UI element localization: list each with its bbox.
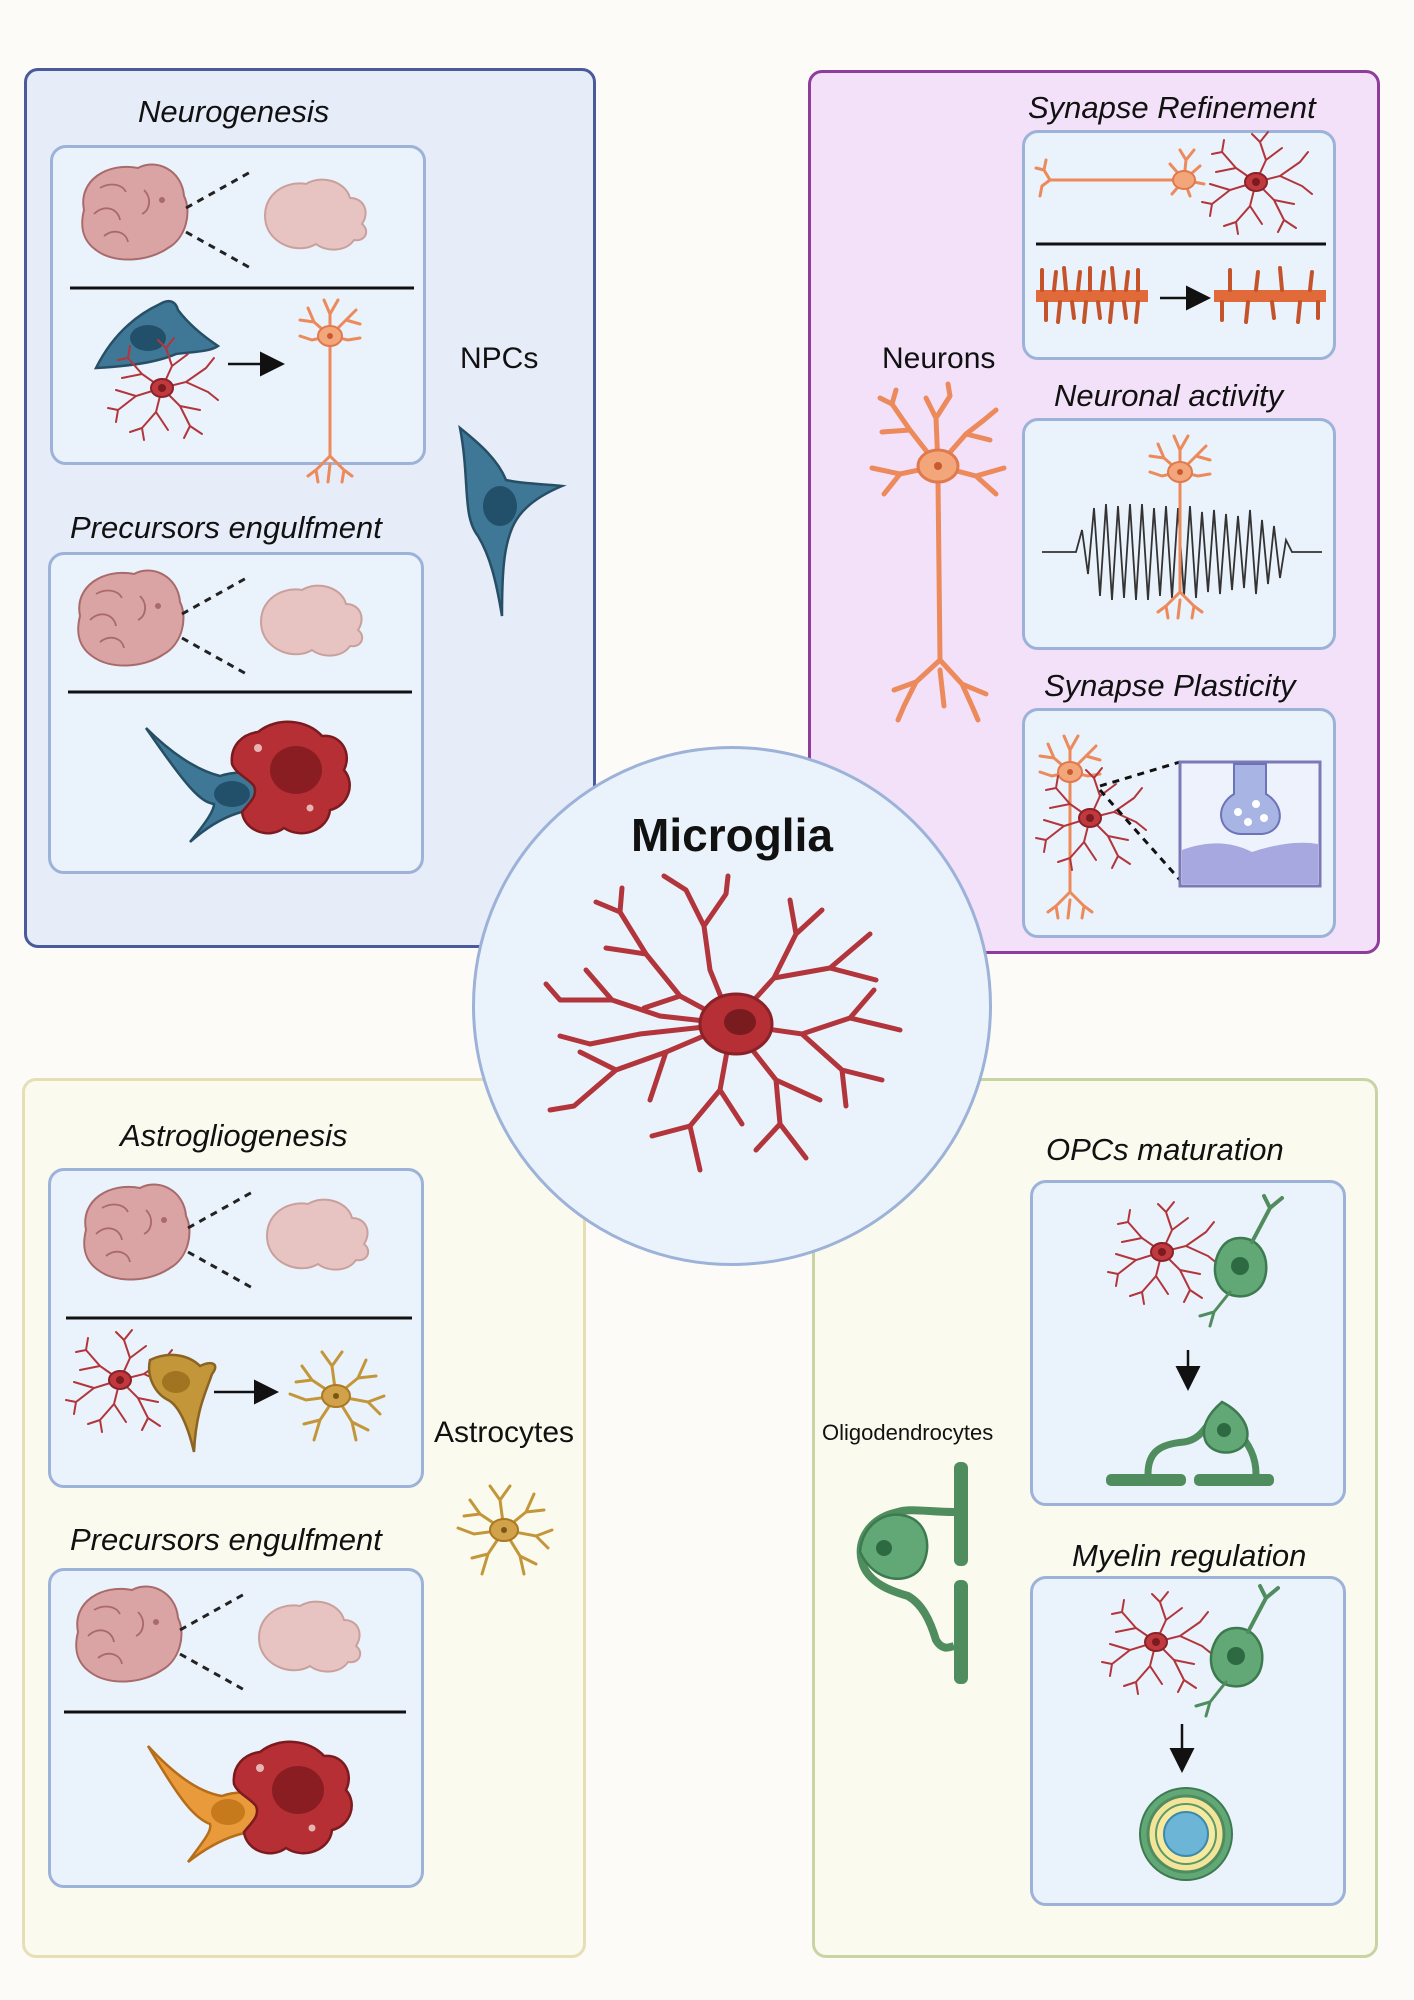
oligodendrocyte-large-icon [856, 1462, 968, 1684]
oligodendrocytes-label: Oligodendrocytes [822, 1420, 994, 1445]
microglia-circle [472, 746, 992, 1266]
microglia-title: Microglia [631, 809, 833, 861]
neuron-icon [298, 298, 362, 484]
astrogliogenesis-dev-illustration [84, 1184, 368, 1290]
astrocytes-label: Astrocytes [434, 1416, 575, 1449]
neuron-axon-icon [1034, 148, 1206, 198]
astro-engulfment-label: Precursors engulfment [70, 1522, 382, 1557]
astrocyte-large-icon [456, 1484, 554, 1576]
oligodendrocyte-icon [1198, 1194, 1284, 1328]
opcs-maturation-label: OPCs maturation [1046, 1132, 1284, 1167]
npc-engulfment-label: Precursors engulfment [70, 510, 382, 545]
neurons-label: Neurons [882, 342, 996, 375]
myelin-regulation-label: Myelin regulation [1072, 1538, 1307, 1573]
neuronal-activity-label: Neuronal activity [1054, 378, 1284, 413]
astrogliogenesis-label: Astrogliogenesis [120, 1118, 348, 1153]
astro-precursor-icon [147, 1353, 217, 1453]
neurogenesis-label: Neurogenesis [138, 94, 330, 129]
npcs-label: NPCs [460, 342, 539, 375]
myelin-sheath-icon [1139, 1787, 1233, 1881]
astrocyte-icon [288, 1350, 386, 1442]
microglia-icon [1201, 131, 1313, 235]
npc-cell-icon [93, 299, 221, 370]
microglia-large-icon [543, 873, 903, 1173]
myelinating-oligodendrocyte-icon [1106, 1400, 1274, 1486]
neurogenesis-dev-illustration [82, 164, 366, 270]
npc-cell-large-icon [458, 424, 567, 617]
engulfing-microglia-icon [230, 720, 351, 835]
synapse-plasticity-label: Synapse Plasticity [1044, 668, 1296, 703]
neuron-large-icon [869, 381, 1007, 723]
synapse-refinement-label: Synapse Refinement [1028, 90, 1316, 125]
astro-engulfment-dev-illustration [76, 1586, 360, 1692]
engulfing-microglia-icon [232, 1740, 353, 1855]
synapse-zoom-icon [1178, 760, 1322, 888]
zoom-line [1099, 760, 1181, 788]
microglia-icon [1107, 1201, 1219, 1305]
microglia-icon [1101, 1591, 1213, 1695]
opcs-maturation-box [1030, 1180, 1346, 1506]
microglia-icon [1035, 767, 1147, 871]
dendrite-spines-before-icon [1036, 266, 1148, 324]
dendrite-spines-after-icon [1214, 266, 1326, 324]
activity-trace [1042, 503, 1322, 601]
engulfment-dev-illustration [78, 570, 362, 676]
